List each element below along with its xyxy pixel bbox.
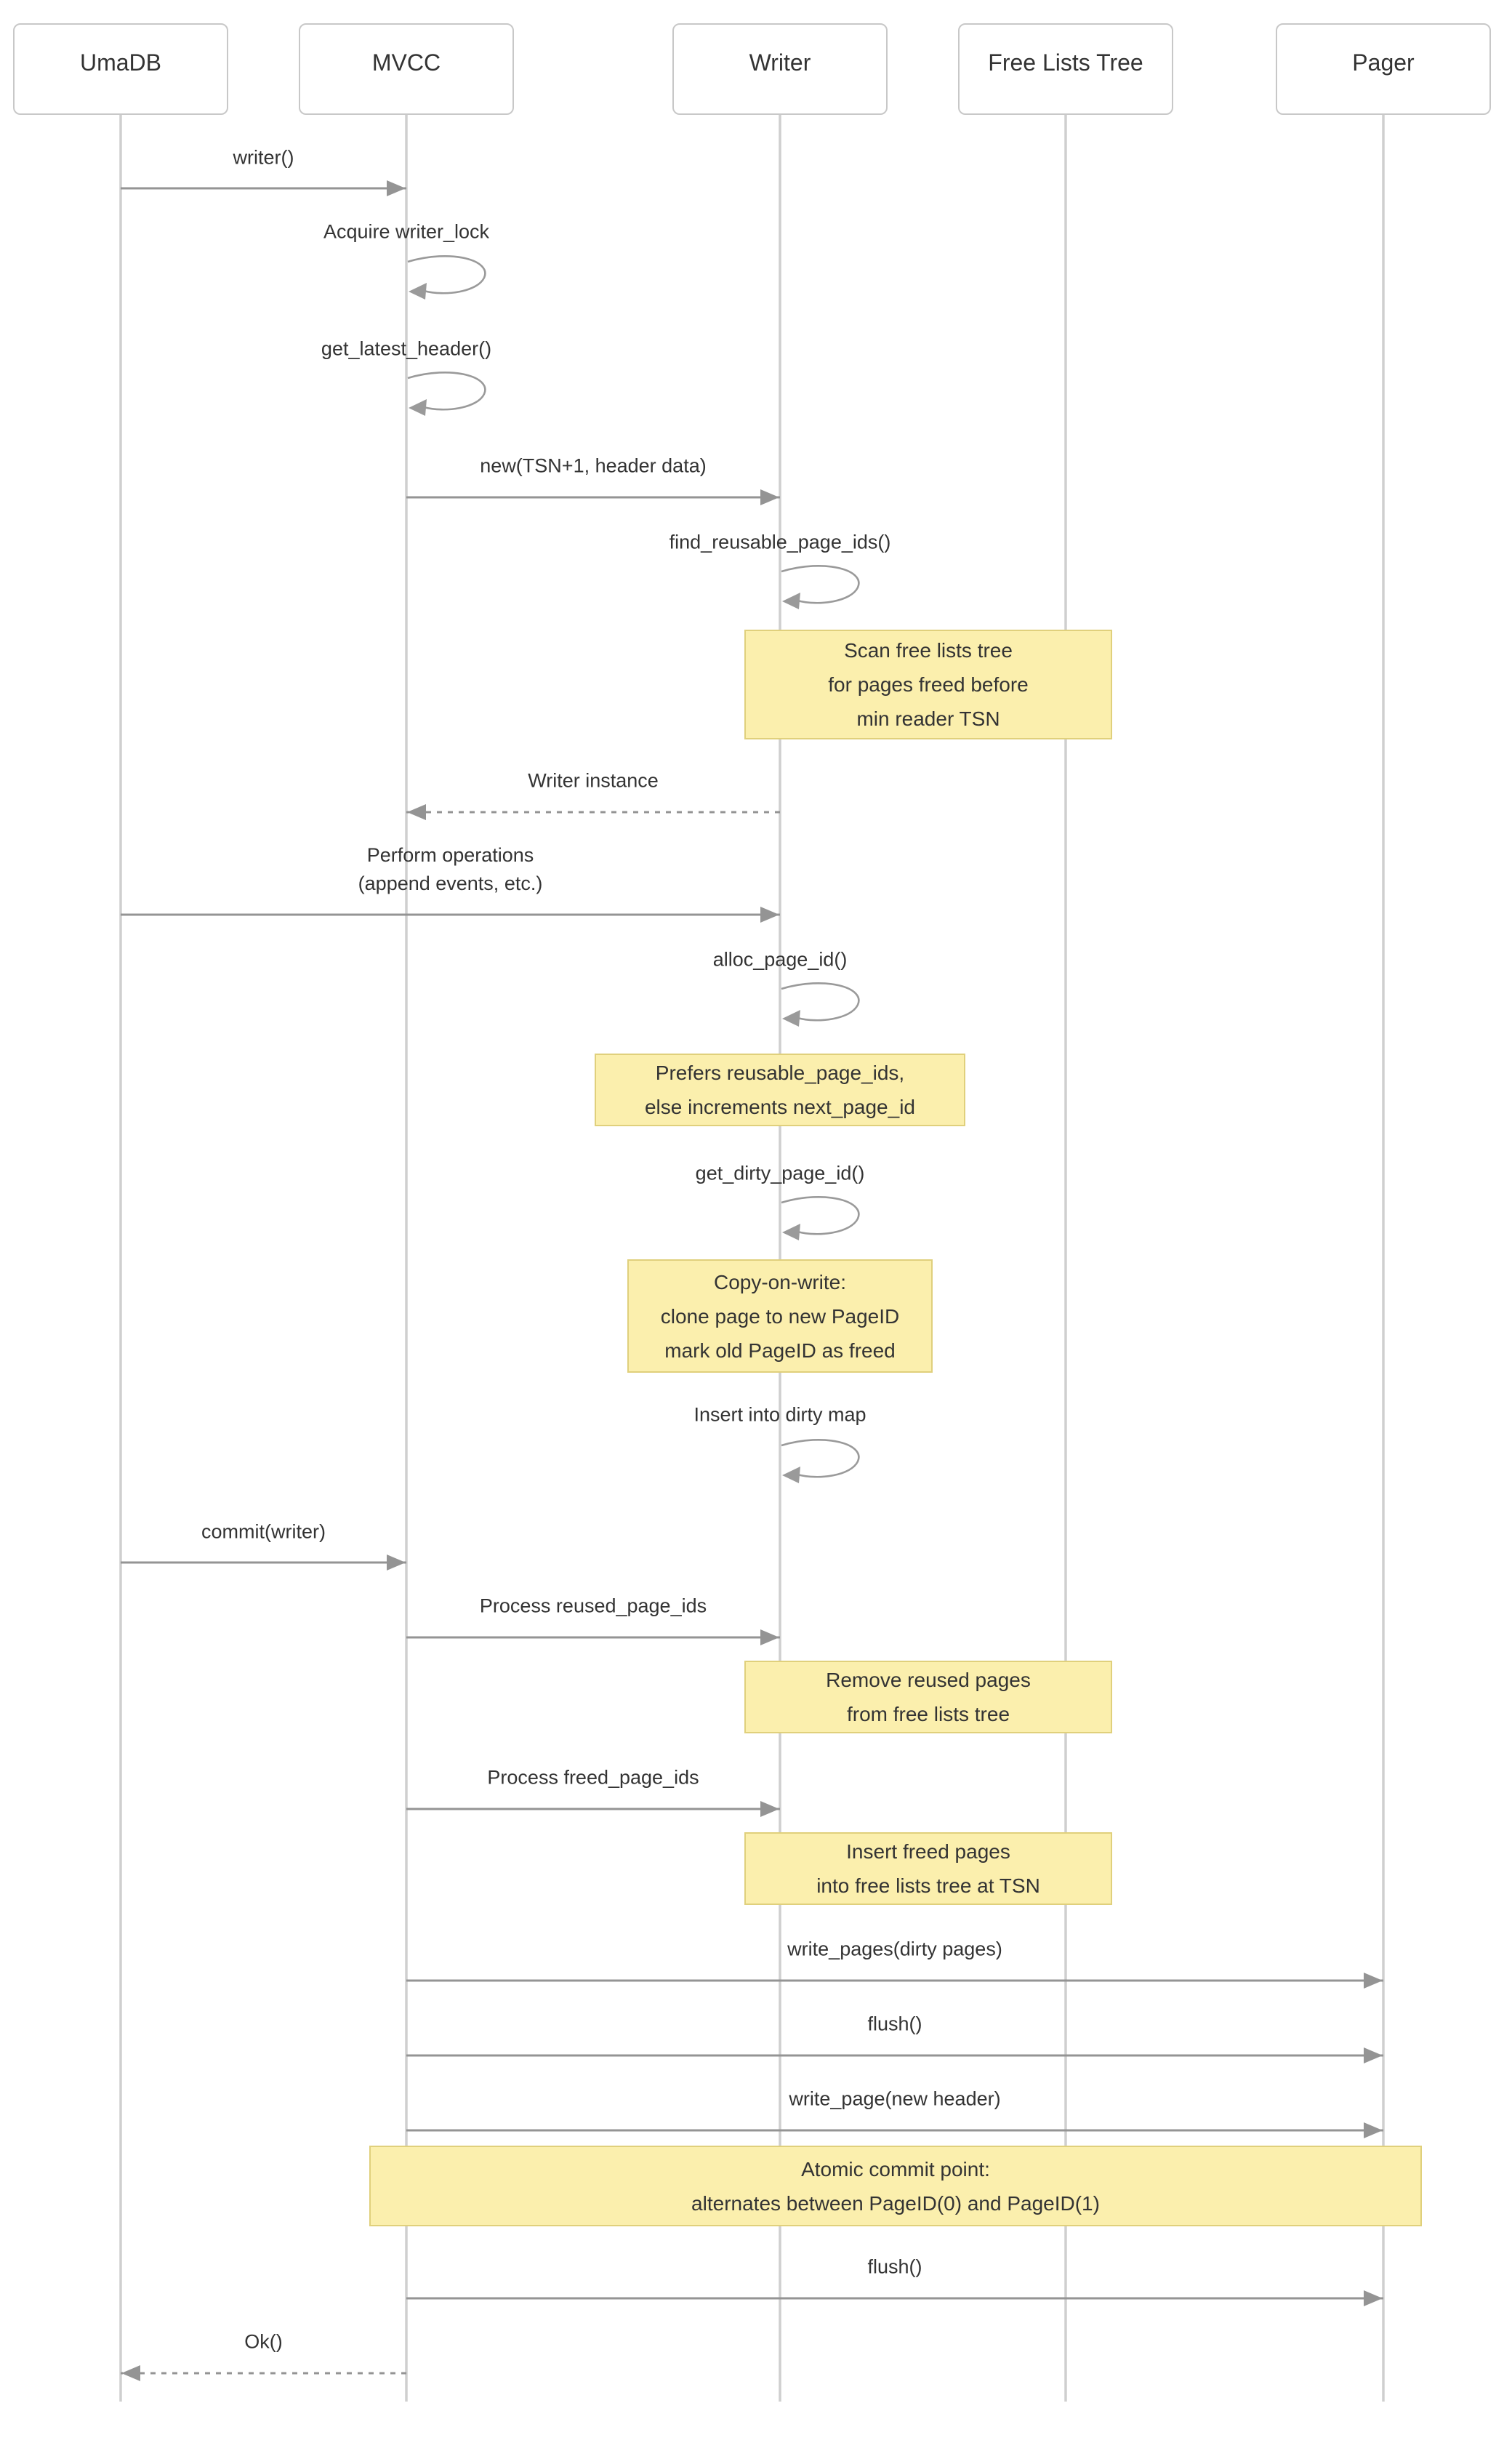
participant-box-mvcc: MVCC — [299, 23, 514, 115]
message-label: write_pages(dirty pages) — [787, 1935, 1002, 1964]
message-arrowhead — [760, 1629, 779, 1645]
note: Atomic commit point: alternates between P… — [369, 2146, 1422, 2226]
message-arrowhead — [121, 2365, 140, 2381]
text-line: alloc_page_id() — [712, 948, 848, 971]
text-line: new(TSN+1, header data) — [480, 454, 707, 477]
text-line: from free lists tree — [846, 1703, 1010, 1725]
text-line: write_page(new header) — [789, 2087, 1001, 2110]
message-arrowhead — [1364, 2047, 1383, 2063]
self-loop-arc — [781, 982, 860, 1022]
text-line: for pages freed before — [828, 673, 1029, 696]
text-line: else increments next_page_id — [644, 1096, 915, 1118]
message-label: Writer instance — [528, 767, 659, 795]
text-line: write_pages(dirty pages) — [787, 1938, 1002, 1960]
text-line: Scan free lists tree — [844, 639, 1013, 662]
text-line: Ok() — [244, 2330, 283, 2353]
self-message-label: alloc_page_id() — [713, 946, 848, 974]
text-line: Prefers reusable_page_ids, — [655, 1062, 905, 1084]
participant-box-writer: Writer — [672, 23, 888, 115]
message-label: Ok() — [244, 2328, 282, 2356]
text-line: get_dirty_page_id() — [695, 1162, 865, 1184]
message-label: Process reused_page_ids — [480, 1592, 707, 1621]
self-loop-arc — [781, 1195, 860, 1235]
text-line: flush() — [867, 2013, 922, 2035]
note: Prefers reusable_page_ids,else increment… — [595, 1054, 965, 1126]
text-line: find_reusable_page_ids() — [669, 531, 891, 553]
message-label: commit(writer) — [201, 1518, 326, 1547]
text-line: Acquire writer_lock — [323, 220, 490, 243]
text-line: Perform operations — [366, 844, 534, 866]
participant-box-umadb: UmaDB — [13, 23, 228, 115]
self-loop-arrowhead — [409, 399, 427, 416]
text-line: Process freed_page_ids — [487, 1766, 699, 1789]
text-line: Remove reused pages — [826, 1669, 1031, 1691]
message-label: writer() — [233, 144, 294, 172]
text-line: Process reused_page_ids — [479, 1594, 707, 1617]
text-line: Copy-on-write: — [713, 1270, 847, 1293]
message-arrowhead — [760, 1801, 779, 1817]
text-line: Insert into dirty map — [693, 1403, 866, 1426]
self-message-label: find_reusable_page_ids() — [669, 529, 891, 557]
text-line: Insert freed pages — [846, 1840, 1010, 1863]
message-arrowhead — [760, 489, 779, 505]
text-line: into free lists tree at TSN — [816, 1874, 1040, 1897]
text-line: flush() — [867, 2255, 922, 2278]
message-label: flush() — [867, 2253, 922, 2282]
text-line: mark old PageID as freed — [664, 1339, 896, 1362]
text-line: min reader TSN — [856, 707, 1000, 730]
text-line: Writer instance — [528, 769, 659, 792]
message-label: Process freed_page_ids — [487, 1764, 699, 1792]
message-arrowhead — [760, 907, 779, 923]
message-label: flush() — [867, 2010, 922, 2039]
message-arrowhead — [1364, 2122, 1383, 2138]
self-loop-arrowhead — [782, 1010, 800, 1027]
text-line: get_latest_header() — [321, 337, 492, 360]
message-arrowhead — [387, 180, 406, 196]
note: Insert freed pages into free lists tree a… — [744, 1832, 1112, 1905]
message-arrowhead — [1364, 1973, 1383, 1989]
self-loop-arrowhead — [782, 593, 800, 609]
self-loop-arc — [407, 371, 486, 411]
self-loop-arc — [781, 1438, 860, 1478]
self-loop-arc — [407, 254, 486, 294]
message-label: new(TSN+1, header data) — [480, 452, 706, 481]
self-message-label: Acquire writer_lock — [323, 218, 489, 246]
self-loop-arrowhead — [409, 283, 427, 300]
self-message-label: get_dirty_page_id() — [696, 1160, 865, 1188]
self-message-label: get_latest_header() — [321, 335, 491, 364]
note: Copy-on-write: clone page to new PageID ma… — [627, 1259, 933, 1373]
text-line: clone page to new PageID — [660, 1304, 900, 1328]
message-arrowhead — [387, 1555, 406, 1570]
note: Remove reused pages from free lists tree — [744, 1661, 1112, 1733]
self-message-label: Insert into dirty map — [693, 1401, 866, 1429]
message-arrowhead — [1364, 2290, 1383, 2306]
self-loop-arrowhead — [782, 1467, 800, 1483]
participant-box-flt: Free Lists Tree — [958, 23, 1173, 115]
text-line: (append events, etc.) — [358, 872, 543, 894]
message-arrowhead — [407, 804, 426, 820]
message-label: Perform operations (append events, etc.) — [358, 841, 543, 898]
text-line: alternates between PageID(0) and PageID(… — [691, 2191, 1100, 2215]
self-loop-arc — [781, 564, 860, 604]
self-loop-arrowhead — [782, 1224, 800, 1240]
text-line: Atomic commit point: — [801, 2157, 990, 2181]
participant-box-pager: Pager — [1276, 23, 1491, 115]
text-line: writer() — [233, 146, 294, 169]
message-label: write_page(new header) — [789, 2085, 1000, 2114]
text-line: commit(writer) — [201, 1520, 326, 1543]
note: Scan free lists tree for pages freed befo… — [744, 630, 1112, 739]
